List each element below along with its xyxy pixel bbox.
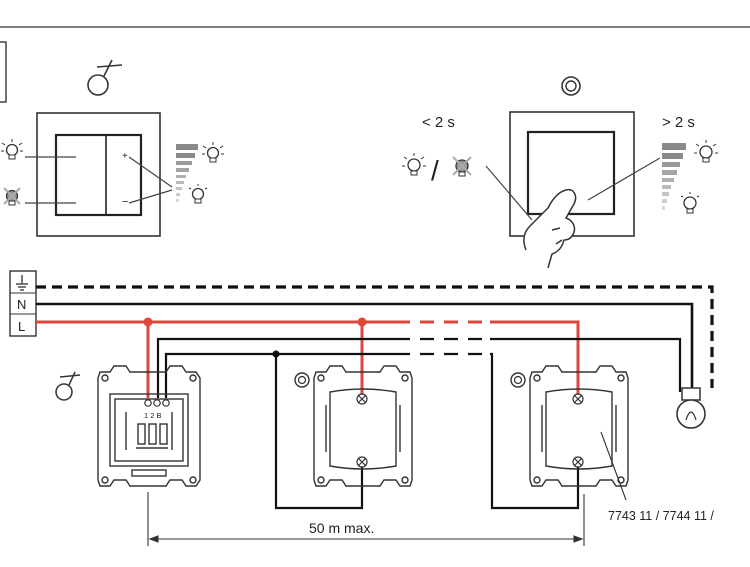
distance-label: 50 m max. <box>309 520 374 536</box>
phase-terminal-label: L <box>18 319 25 334</box>
phase-wire-remote2 <box>490 320 580 398</box>
bulb-on-icon <box>1 139 23 160</box>
short-press-label: < 2 s <box>422 114 455 131</box>
bulb-dim-icon <box>680 192 700 214</box>
earth-wire <box>36 285 714 388</box>
hand-icon <box>523 188 577 269</box>
remote2-screws <box>572 393 584 468</box>
earth-icon <box>16 275 28 291</box>
dimmer-module <box>97 365 201 487</box>
bulb-on-icon <box>402 153 426 176</box>
slash-separator: / <box>431 155 439 186</box>
dimming-ramp-left <box>176 144 198 202</box>
plus-label: + <box>122 151 128 162</box>
remote1-screws <box>356 393 368 468</box>
remote-pushbutton-1 <box>313 365 413 487</box>
bulb-on-icon <box>694 140 718 163</box>
distance-dimension <box>147 492 585 546</box>
neutral-wire <box>36 302 694 392</box>
minus-label: − <box>122 196 128 208</box>
pushbutton-symbol-icon <box>561 76 581 96</box>
bulb-off-icon <box>452 156 472 177</box>
bulb-off-icon <box>3 187 21 206</box>
pushbutton-symbol-icon <box>510 372 526 388</box>
dimmer-control-plate <box>36 112 161 237</box>
dimmer-terminal-screws <box>144 399 170 407</box>
left-bracket <box>0 41 7 103</box>
pushbutton-symbol-icon <box>294 372 310 388</box>
remote-pushbutton-2 <box>529 365 629 487</box>
bulb-dim-icon <box>188 184 208 204</box>
pushbutton-plate <box>509 111 635 237</box>
control-wire <box>164 352 396 398</box>
part-number-leader <box>600 431 627 501</box>
lamp-wire <box>156 337 396 398</box>
neutral-terminal-label: N <box>17 297 26 312</box>
bulb-on-icon <box>202 142 224 163</box>
lamp-icon <box>676 387 706 429</box>
dimming-ramp-right <box>662 143 686 210</box>
long-press-label: > 2 s <box>662 114 695 131</box>
terminal-block <box>9 270 37 337</box>
dimmer-terminal-labels: 1 2 B <box>144 411 162 420</box>
dimmer-symbol-icon <box>87 59 123 96</box>
dimmer-symbol-icon <box>55 371 81 401</box>
part-numbers-label: 7743 11 / 7744 11 / <box>608 509 714 523</box>
